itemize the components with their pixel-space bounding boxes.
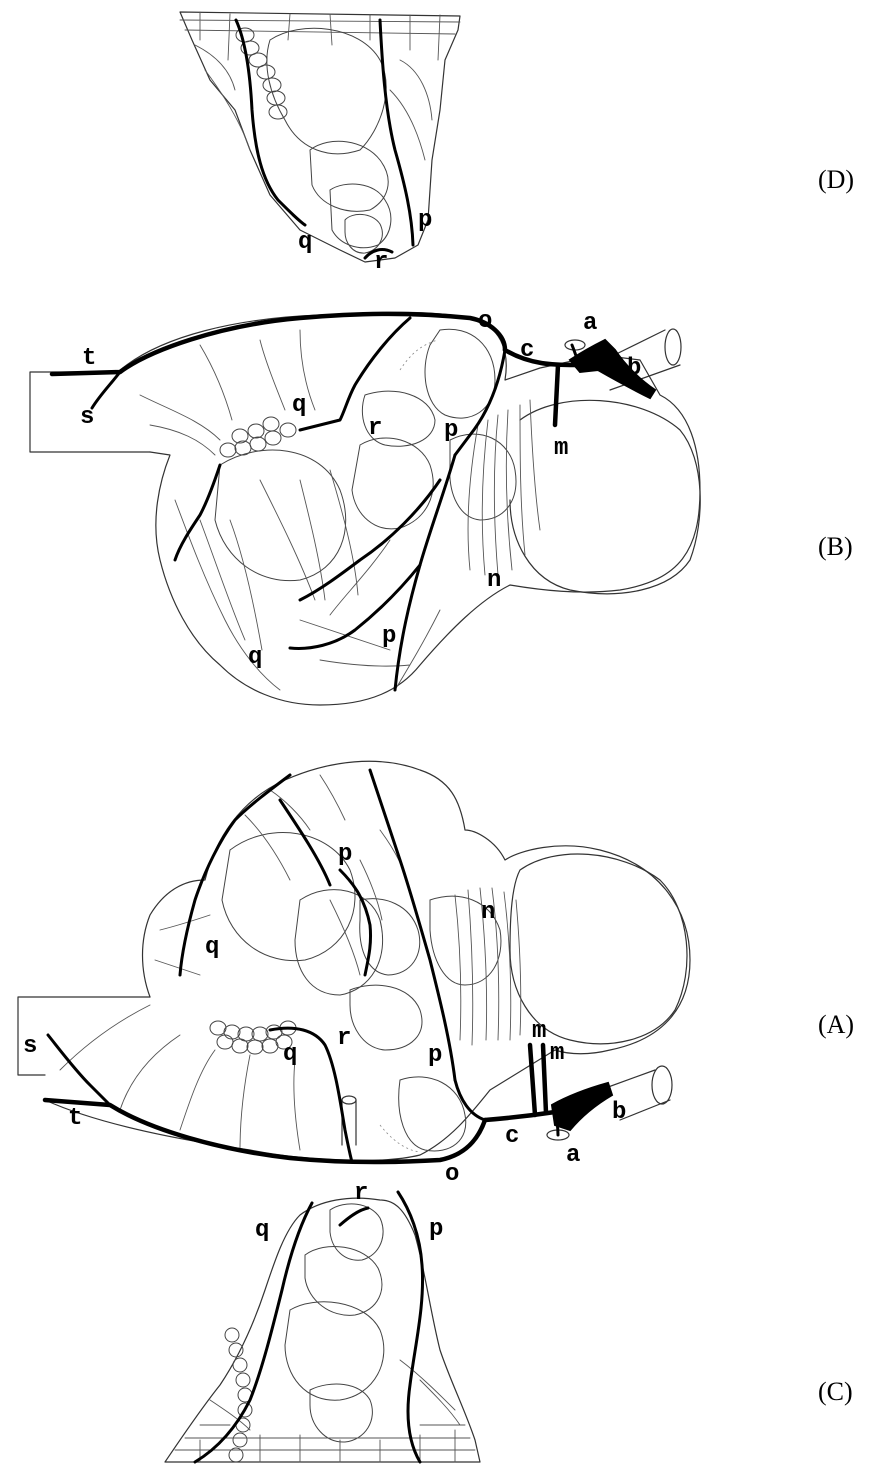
panel-b-label-t: t xyxy=(82,345,96,372)
panel-d-vessel-p xyxy=(380,20,413,245)
panel-a-vessel-m2 xyxy=(543,1045,546,1113)
panel-c-vessel-q xyxy=(195,1203,312,1462)
panel-b-drawing xyxy=(30,312,700,705)
panel-a-vessel-p-upper xyxy=(370,770,455,1080)
panel-c-label-p: p xyxy=(429,1216,443,1243)
panel-a-label-c: c xyxy=(505,1123,519,1150)
panel-c-title: (C) xyxy=(818,1377,853,1406)
panel-a-label-m2: m xyxy=(550,1040,564,1067)
panel-b-label-c: c xyxy=(520,337,534,364)
panel-a-title: (A) xyxy=(818,1010,854,1039)
panel-a-label-o: o xyxy=(445,1161,459,1188)
panel-c-vessel-p xyxy=(398,1192,423,1462)
panel-d-vessel-q xyxy=(236,20,305,225)
panel-b-vessel-t xyxy=(52,314,505,374)
panel-a-vessel-m1 xyxy=(530,1045,535,1115)
panel-a-vessel-s xyxy=(48,1035,110,1105)
panel-b-vessel-p-upper xyxy=(455,350,505,455)
panel-b-label-o: o xyxy=(478,308,492,335)
panel-d-label-r: r xyxy=(374,249,388,276)
panel-a-label-m1: m xyxy=(532,1018,546,1045)
panel-b-label-b: b xyxy=(627,355,641,382)
panel-b-vessel-c xyxy=(505,350,575,365)
panel-b-label-q-top: q xyxy=(292,392,306,419)
panel-a-label-n: n xyxy=(481,899,495,926)
panel-a-label-s: s xyxy=(23,1033,37,1060)
panel-c-label-q: q xyxy=(255,1217,269,1244)
panel-b-label-n: n xyxy=(487,567,501,594)
panel-a-label-p-top: p xyxy=(338,841,352,868)
panel-a-label-p-mid: p xyxy=(428,1042,442,1069)
panel-a-label-q-top: q xyxy=(205,934,219,961)
panel-d-label-p: p xyxy=(418,207,432,234)
panel-b-label-m: m xyxy=(554,435,568,462)
panel-b-label-q-bottom: q xyxy=(248,644,262,671)
panel-c-label-r: r xyxy=(354,1180,368,1207)
panel-b-vessel-p-lower xyxy=(395,455,455,690)
panel-a-label-q-mid: q xyxy=(283,1041,297,1068)
panel-d-label-q: q xyxy=(298,229,312,256)
panel-b-label-s: s xyxy=(80,404,94,431)
panel-b-branch-1 xyxy=(300,480,440,600)
panel-a-label-a: a xyxy=(566,1142,580,1169)
panel-a-vessel-q-upper xyxy=(180,775,290,975)
panel-b-label-r: r xyxy=(368,415,382,442)
panel-b-branch-2 xyxy=(290,565,420,648)
panel-b-vessel-m xyxy=(555,365,558,425)
panel-b-vessel-r xyxy=(300,318,410,430)
panel-a-label-b: b xyxy=(612,1099,626,1126)
panel-b-title: (B) xyxy=(818,532,853,561)
panel-c-vessel-r xyxy=(340,1208,368,1225)
panel-b-label-a: a xyxy=(583,310,597,337)
panel-a-vessel-t xyxy=(45,1100,485,1162)
panel-a-label-t: t xyxy=(68,1105,82,1132)
panel-d-title: (D) xyxy=(818,165,854,194)
panel-a-drawing xyxy=(18,761,690,1162)
panel-b-vessel-q xyxy=(175,465,220,560)
panel-b-label-p-bottom: p xyxy=(382,623,396,650)
panel-b-label-p-top: p xyxy=(444,417,458,444)
panel-b-vessel-s xyxy=(92,372,120,408)
panel-a-vessel-b xyxy=(552,1083,612,1130)
panel-a-label-r: r xyxy=(337,1025,351,1052)
